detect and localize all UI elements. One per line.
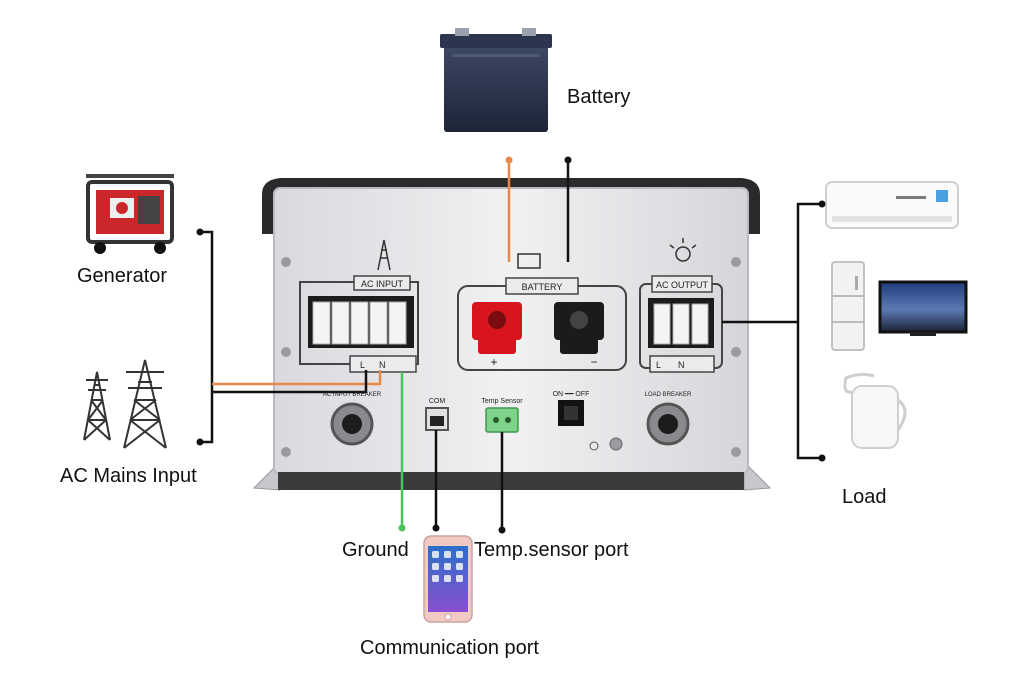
ac-input-l: L [360,360,365,370]
generator-label: Generator [77,265,167,287]
ac-input-terminal-block [299,275,419,373]
ac-input-tower-icon [377,239,391,271]
generator-bracket [200,230,214,444]
ground-label: Ground [342,539,409,561]
com-port[interactable] [425,407,449,431]
transmission-tower-icon [83,359,167,449]
ac-input-n: N [379,360,386,370]
refrigerator-icon [831,261,865,351]
inverter-unit [252,178,772,491]
ac-input-breaker[interactable] [330,402,374,446]
television-icon [878,280,968,336]
load-label: Load [842,486,887,508]
communication-port-label: Communication port [360,637,539,659]
com-label: COM [429,398,446,405]
wire-endpoints [196,156,826,534]
load-breaker[interactable] [646,402,690,446]
ac-output-label: AC OUTPUT [656,280,709,290]
negative-terminal [554,302,604,354]
battery-panel-label: BATTERY [522,282,563,292]
positive-terminal [472,302,522,354]
generator-icon [86,174,174,254]
battery-icon [440,28,552,132]
wires [200,160,822,530]
ac-input-wire-orange [212,370,382,386]
ac-output-bulb-icon [669,238,697,262]
temp-sensor-label: Temp Sensor [481,398,523,405]
ac-input-breaker-label: AC INPUT BREAKER [323,392,382,398]
ac-output-terminal-block [639,275,723,373]
battery-label: Battery [567,86,630,108]
ac-input-wire-black [212,370,368,394]
temp-sensor-port[interactable] [485,407,519,433]
ground-screw [589,437,623,451]
ac-output-n: N [678,360,685,370]
temp-sensor-port-label: Temp.sensor port [474,539,629,561]
load-bracket [796,202,822,460]
ac-output-l: L [656,360,661,370]
power-switch[interactable] [558,400,584,426]
ac-input-label: AC INPUT [361,279,404,289]
ac-mains-label: AC Mains Input [60,465,197,487]
battery-minus: − [590,355,597,369]
load-breaker-label: LOAD BREAKER [645,392,692,398]
smartphone-icon [423,535,473,623]
air-conditioner-icon [825,181,959,229]
battery-plus: + [490,355,497,369]
kettle-icon [843,372,907,449]
switch-label: ON ━━ OFF [553,391,590,398]
battery-terminal-block [457,253,627,371]
